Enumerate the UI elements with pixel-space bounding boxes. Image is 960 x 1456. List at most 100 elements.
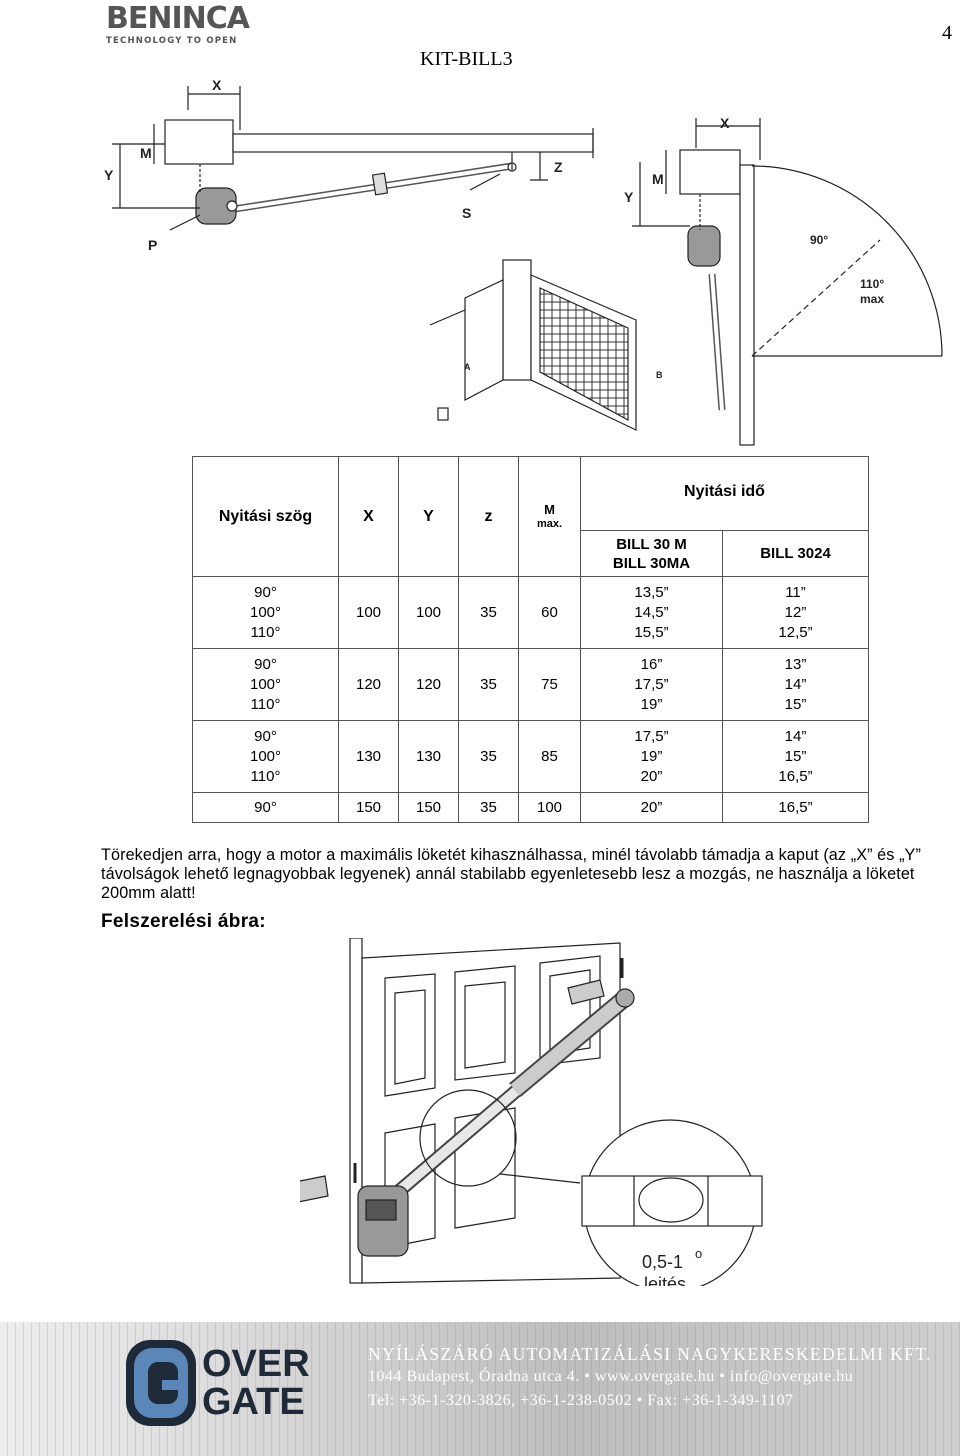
label-m: M [140,145,152,161]
page-number: 4 [942,22,952,44]
cell-m: 75 [518,648,581,721]
time-value: 20” [640,767,663,785]
time-value: 11” [785,583,806,601]
label-90-deg: 90° [810,233,828,247]
table-row: 90° 150 150 35 100 20” 16,5” [192,792,869,823]
time-value: 16” [640,655,663,673]
cell-angles: 90°100°110° [192,576,339,649]
gate-leaf-plan [232,133,594,153]
time-value: 19” [640,695,663,713]
cell-x: 130 [338,720,399,793]
section-heading: Felszerelési ábra: [101,911,266,932]
header-angle: Nyitási szög [192,456,339,577]
cell-time-bill3024: 11” 12” 12,5” [722,576,869,649]
time-value: 12” [784,603,807,621]
time-value: 14,5” [634,603,669,621]
cell-y: 120 [398,648,459,721]
cell-z: 35 [458,576,519,649]
time-value: 16,5” [778,767,813,785]
label-y: Y [104,167,114,183]
cell-x: 150 [338,792,399,823]
time-value: 17,5” [634,727,669,745]
label-z: Z [554,159,563,175]
cell-y: 100 [398,576,459,649]
time-value: 13,5” [634,583,669,601]
cell-z: 35 [458,648,519,721]
tolerance-value: 0,5-1 [642,1252,683,1272]
label-x-right: X [720,115,730,131]
header-x: X [338,456,399,577]
company-name: NYÍLÁSZÁRÓ AUTOMATIZÁLÁSI NAGYKERESKEDEL… [368,1344,932,1364]
company-phones: Tel: +36-1-320-3826, +36-1-238-0502 • Fa… [368,1392,794,1409]
header-bill30-1: BILL 30 M [616,535,687,553]
beninca-logo: BENINCA TECHNOLOGY TO OPEN [106,1,258,47]
logo-over: OVER [202,1343,310,1385]
brand-name: BENINCA [106,1,250,36]
header-time: Nyitási idő [580,456,869,531]
angle-value: 90° [254,727,277,745]
time-value: 13” [784,655,807,673]
cell-time-bill3024: 14” 15” 16,5” [722,720,869,793]
cell-x: 100 [338,576,399,649]
cell-time-bill30: 20” [580,792,723,823]
table-row: 90°100°110° 120 120 35 75 16”17,5”19” 13… [192,648,869,721]
header-m-label: M [544,501,555,517]
header-z: z [458,456,519,577]
cell-angles: 90° 100° 110° [192,648,339,721]
table-row: 90°100°110° 130 130 35 85 17,5”19”20” 14… [192,720,869,793]
angle-value: 90° [254,583,277,601]
cell-y: 130 [398,720,459,793]
cell-angles: 90°100°110° [192,720,339,793]
cell-m: 60 [518,576,581,649]
installation-diagram-bottom: 0,5-1 o lejtés [300,938,763,1286]
cell-z: 35 [458,720,519,793]
label-b: B [656,370,663,380]
cell-m: 100 [518,792,581,823]
angle-value: 100° [249,603,282,621]
label-y-right: Y [624,189,634,205]
cell-time-bill3024: 13” 14” 15” [722,648,869,721]
gate-mesh [539,287,629,422]
label-a: A [464,362,471,372]
header-y: Y [398,456,459,577]
label-max: max [860,292,884,306]
angle-value: 90° [254,655,277,673]
installation-diagram-top: X M Y Z S P A B X M Y 90° 110° max [104,77,943,446]
table-row: 90°100°110° 100 100 35 60 13,5”14,5”15,5… [192,576,869,649]
label-m-right: M [652,171,664,187]
time-value: 14” [784,727,807,745]
header-m-sub: max. [536,517,563,530]
post-block [164,119,234,165]
label-s: S [462,205,471,221]
angle-value: 100° [249,675,282,693]
opening-arc-90 [751,165,943,357]
header-bill3024: BILL 3024 [722,530,869,577]
document-title: KIT-BILL3 [420,48,513,70]
angle-value: 110° [250,695,281,713]
cell-z: 35 [458,792,519,823]
time-value: 19” [640,747,663,765]
logo-gate: GATE [202,1381,305,1423]
label-110-deg: 110° [860,277,884,291]
slope-label: lejtés [644,1274,686,1286]
overgate-logo: OVER GATE [126,1340,310,1426]
label-p: P [148,237,157,253]
gate-pillar [502,259,532,381]
time-value: 12,5” [778,623,813,641]
time-value: 14” [784,675,807,693]
label-x: X [212,77,222,93]
cell-time-bill3024: 16,5” [722,792,869,823]
angle-value: 100° [249,747,282,765]
gate-leaf-open [739,164,755,446]
tolerance-degree: o [695,1246,702,1261]
company-address: 1044 Budapest, Óradna utca 4. • www.over… [368,1368,854,1385]
time-value: 15” [784,747,807,765]
brand-tagline: TECHNOLOGY TO OPEN [106,36,238,46]
cell-time-bill30: 13,5”14,5”15,5” [580,576,723,649]
cell-y: 150 [398,792,459,823]
header-bill30-2: BILL 30MA [612,554,691,572]
time-value: 15” [784,695,807,713]
